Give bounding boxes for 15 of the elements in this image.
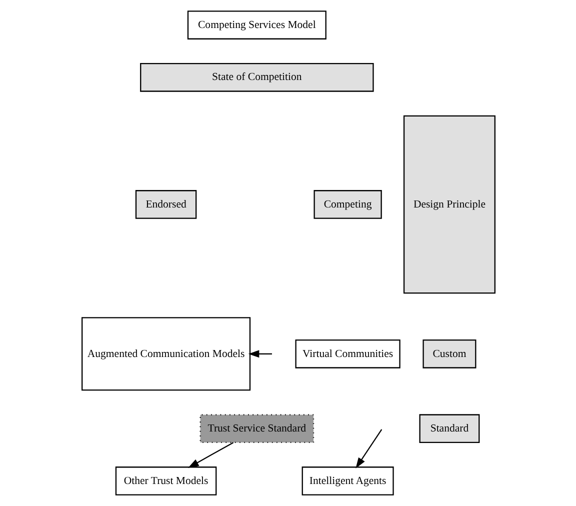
node-box: Competing Services Model: [186, 10, 326, 40]
node-box: Trust Service Standard: [199, 414, 314, 444]
node-box: Endorsed: [134, 190, 196, 219]
arrow: [188, 442, 234, 468]
node-box: Augmented Communication Models: [81, 317, 250, 391]
node-box: Standard: [418, 414, 480, 444]
node-box: Design Principle: [402, 115, 495, 294]
node-box: Custom: [422, 339, 476, 368]
node-box: Intelligent Agents: [301, 466, 394, 496]
node-box: Other Trust Models: [114, 466, 216, 496]
arrow: [355, 429, 382, 468]
node-box: Competing: [313, 190, 382, 219]
node-box: Virtual Communities: [294, 339, 400, 368]
node-box: State of Competition: [140, 62, 374, 92]
arrow: [248, 350, 272, 358]
